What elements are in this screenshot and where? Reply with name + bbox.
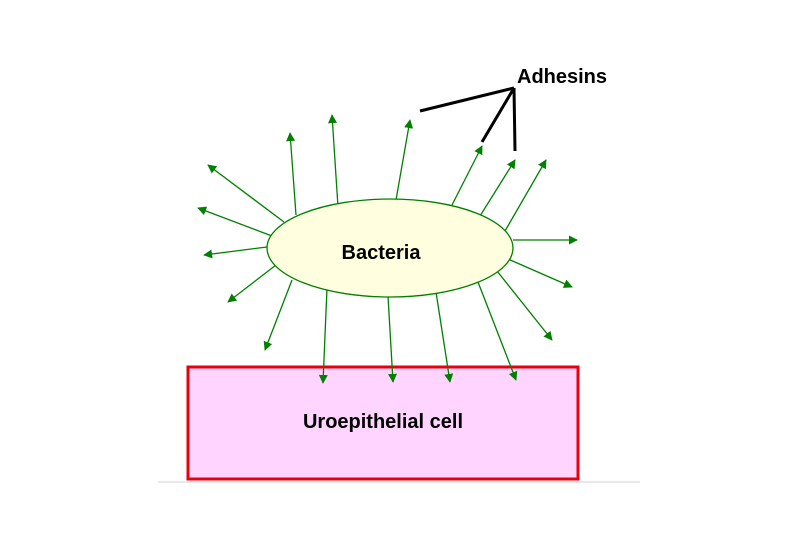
cell-label: Uroepithelial cell — [303, 411, 463, 433]
adhesin-arrow — [318, 287, 328, 384]
adhesin-arrow — [328, 114, 339, 208]
adhesin-arrow — [227, 264, 277, 303]
adhesin-arrow — [395, 119, 414, 201]
adhesin-arrow — [504, 159, 547, 232]
adhesin-arrow — [435, 291, 454, 383]
adhesin-arrow — [207, 164, 285, 223]
bacteria-cell — [266, 198, 514, 298]
adhesin-arrow — [387, 295, 398, 383]
adhesins-pointer — [419, 86, 517, 152]
uroepithelial-cell — [186, 365, 580, 481]
adhesin-arrows — [197, 114, 578, 384]
adhesin-arrow — [496, 270, 553, 341]
adhesin-arrow — [507, 258, 573, 288]
adhesin-arrow — [451, 145, 483, 206]
adhesin-arrow — [263, 279, 293, 351]
adhesin-arrow — [477, 281, 518, 381]
bacteria-label: Bacteria — [342, 242, 422, 264]
adhesin-arrow — [203, 246, 268, 259]
adhesin-arrow — [286, 132, 297, 216]
adhesin-arrow — [197, 206, 273, 237]
adhesins-label: Adhesins — [517, 66, 607, 88]
adhesin-arrow — [479, 159, 516, 217]
